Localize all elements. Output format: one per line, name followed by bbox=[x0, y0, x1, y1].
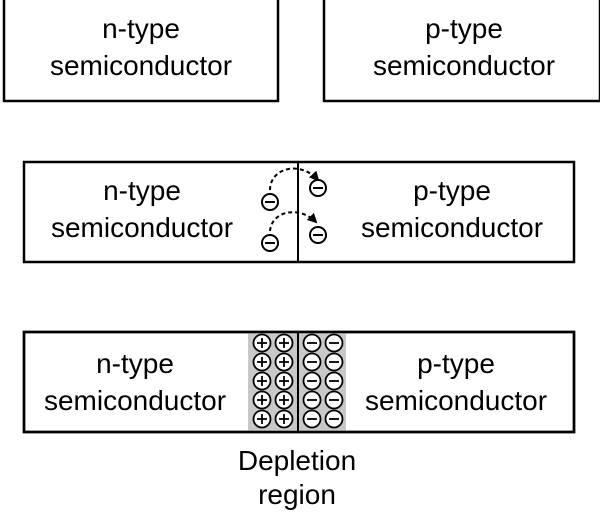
negative-ion bbox=[324, 390, 344, 410]
p-type-label: p-type bbox=[413, 175, 491, 206]
diffusion-arrow-2 bbox=[269, 211, 318, 232]
p-type-label-sub: semiconductor bbox=[373, 50, 555, 81]
positive-ion bbox=[252, 390, 272, 410]
positive-ion bbox=[274, 390, 294, 410]
positive-ion bbox=[274, 371, 294, 391]
negative-ion bbox=[324, 409, 344, 429]
n-type-label: n-type bbox=[103, 175, 181, 206]
panel-depletion: n-type semiconductor p-type semiconducto… bbox=[22, 330, 576, 434]
p-type-label-sub: semiconductor bbox=[361, 212, 543, 243]
p-type-label: p-type bbox=[417, 348, 495, 379]
positive-ion bbox=[274, 333, 294, 353]
electron-origin-1 bbox=[261, 193, 279, 211]
n-type-label: n-type bbox=[102, 13, 180, 44]
panel-separate: n-type semiconductor p-type semiconducto… bbox=[2, 0, 600, 103]
p-type-block bbox=[322, 0, 600, 103]
diffusion-arrow-1 bbox=[269, 167, 320, 191]
positive-ion bbox=[274, 409, 294, 429]
positive-ion bbox=[252, 352, 272, 372]
negative-ion bbox=[302, 409, 322, 429]
n-type-block bbox=[2, 0, 280, 103]
electron-origin-2 bbox=[261, 234, 279, 252]
p-type-label-sub: semiconductor bbox=[365, 385, 547, 416]
positive-ion bbox=[252, 371, 272, 391]
negative-ion bbox=[324, 371, 344, 391]
n-type-label-sub: semiconductor bbox=[44, 385, 226, 416]
n-type-label: n-type bbox=[96, 348, 174, 379]
p-type-label: p-type bbox=[425, 13, 503, 44]
negative-ion bbox=[302, 390, 322, 410]
depletion-caption-sub: region bbox=[258, 479, 336, 510]
electron-destination-2 bbox=[309, 226, 327, 244]
negative-ion bbox=[302, 352, 322, 372]
electron-destination-1 bbox=[309, 179, 327, 197]
panel-diffusion: n-type semiconductor p-type semiconducto… bbox=[22, 160, 576, 264]
n-type-label-sub: semiconductor bbox=[51, 212, 233, 243]
depletion-caption: Depletion bbox=[238, 445, 356, 476]
positive-ion bbox=[252, 333, 272, 353]
negative-ion bbox=[302, 333, 322, 353]
negative-ion bbox=[302, 371, 322, 391]
n-type-label-sub: semiconductor bbox=[50, 50, 232, 81]
positive-ion bbox=[274, 352, 294, 372]
positive-ion bbox=[252, 409, 272, 429]
negative-ion bbox=[324, 352, 344, 372]
negative-ion bbox=[324, 333, 344, 353]
ion-grid bbox=[252, 333, 344, 429]
